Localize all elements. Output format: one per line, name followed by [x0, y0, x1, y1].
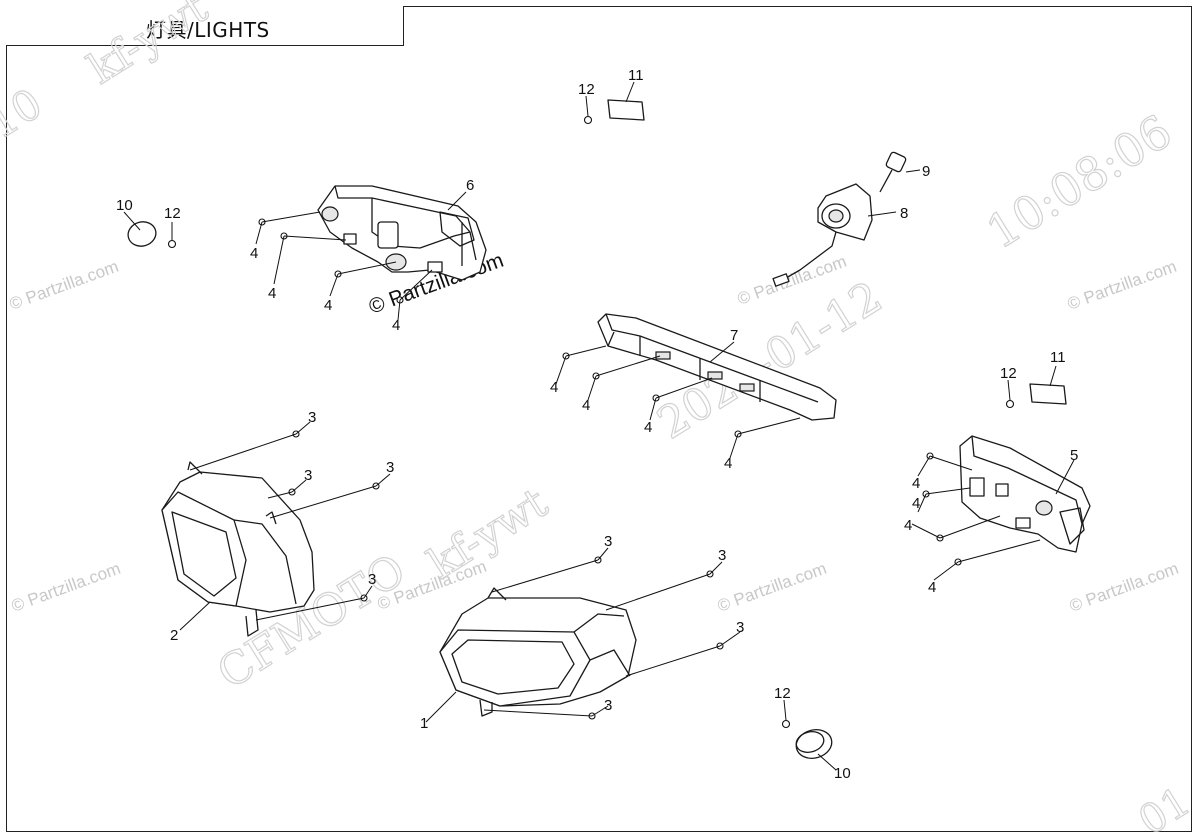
callout-1: 1: [420, 715, 428, 732]
part-6-light-housing: [317, 185, 487, 281]
callout-5: 5: [1070, 447, 1078, 464]
callout-4: 4: [582, 397, 590, 414]
leader-lines: [123, 81, 1075, 771]
callout-4: 4: [644, 419, 652, 436]
callout-4: 4: [928, 579, 936, 596]
callout-3: 3: [604, 533, 612, 550]
callout-3: 3: [736, 619, 744, 636]
callout-11: 11: [628, 67, 644, 84]
callout-12: 12: [774, 685, 791, 702]
part-2-headlight: [161, 461, 315, 637]
watermark-site: © Partzilla.com: [7, 257, 121, 314]
callout-2: 2: [170, 627, 178, 644]
callout-labels: 6 4 4 4 4 10 12 11 12 9 8 7 4 4 4 4 11 1…: [116, 67, 1078, 782]
callout-4: 4: [268, 285, 276, 302]
part-9-bulb: [879, 151, 907, 193]
watermark-site: © Partzilla.com: [1067, 559, 1181, 616]
callout-4: 4: [904, 517, 912, 534]
callout-3: 3: [368, 571, 376, 588]
callout-3: 3: [604, 697, 612, 714]
part-1-headlight: [439, 587, 637, 717]
diagram-title: 灯具/LIGHTS: [146, 18, 270, 42]
callout-3: 3: [718, 547, 726, 564]
watermark-user: kf-ywt: [79, 0, 216, 93]
callout-4: 4: [324, 297, 332, 314]
part-8-work-light: [772, 183, 873, 287]
watermark-corner: 10: [0, 79, 51, 149]
part-7-light-bar: [597, 313, 837, 421]
callout-7: 7: [730, 327, 738, 344]
watermark-site: © Partzilla.com: [715, 559, 829, 616]
callout-12: 12: [164, 205, 181, 222]
callout-10: 10: [834, 765, 851, 782]
watermark-time: 10:08:06: [977, 104, 1181, 259]
part-5-light-housing: [959, 435, 1091, 553]
callout-9: 9: [922, 163, 930, 180]
watermark-site: © Partzilla.com: [9, 559, 123, 616]
callout-12: 12: [578, 81, 595, 98]
part-10-reflector: [127, 221, 833, 759]
title-box: 灯具/LIGHTS: [6, 6, 404, 46]
callout-3: 3: [304, 467, 312, 484]
watermark-site: © Partzilla.com: [1065, 257, 1179, 314]
callout-4: 4: [392, 317, 400, 334]
callout-3: 3: [386, 459, 394, 476]
callout-11: 11: [1050, 349, 1066, 366]
callout-12: 12: [1000, 365, 1017, 382]
diagram-frame: [6, 6, 1192, 832]
callout-3: 3: [308, 409, 316, 426]
callout-4: 4: [724, 455, 732, 472]
callout-6: 6: [466, 177, 474, 194]
callout-4: 4: [550, 379, 558, 396]
callout-10: 10: [116, 197, 133, 214]
callout-4: 4: [912, 475, 920, 492]
watermark-corner: 01: [1131, 778, 1199, 839]
part-11-plate: [607, 99, 1067, 405]
callout-4: 4: [250, 245, 258, 262]
callout-8: 8: [900, 205, 908, 222]
callout-4: 4: [912, 495, 920, 512]
